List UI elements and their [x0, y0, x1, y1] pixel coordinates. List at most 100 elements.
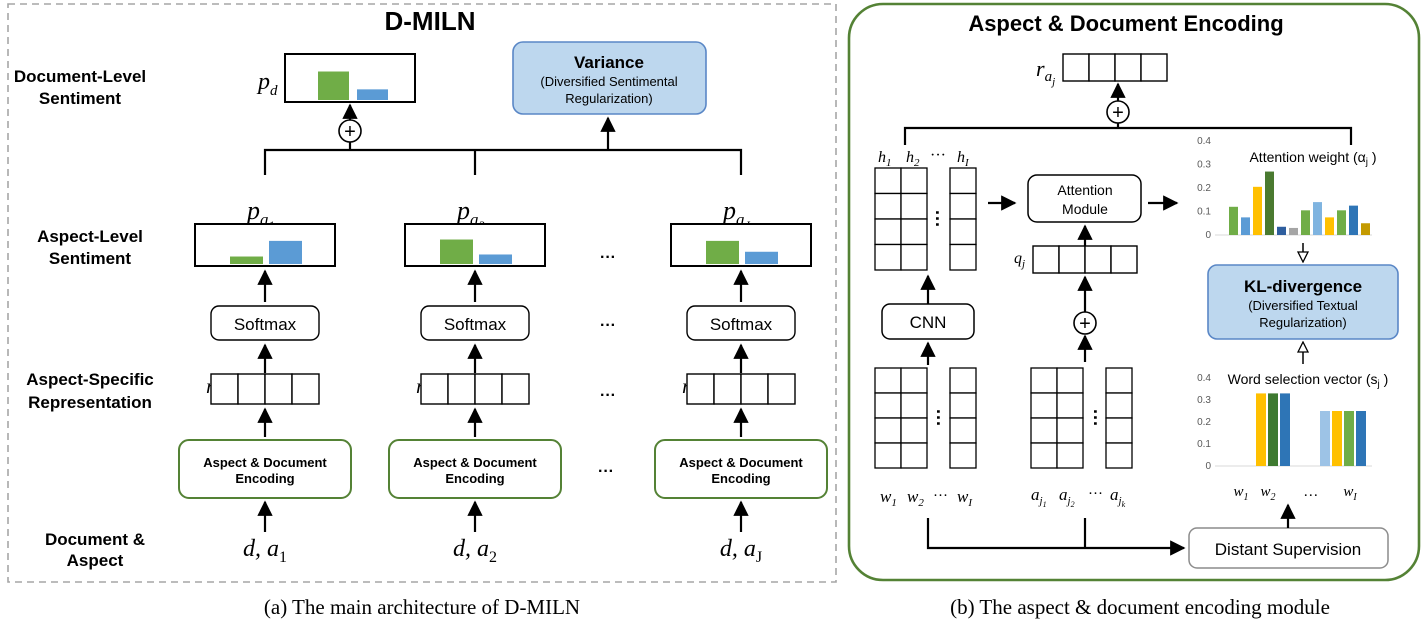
- hidden-label-2: h2: [906, 149, 920, 169]
- aspect-matrix-cell: [1105, 392, 1133, 419]
- aspect-output-bus: [263, 148, 743, 175]
- aspect-sentiment-bar: [230, 256, 263, 264]
- hidden-matrix-cell: [900, 192, 928, 220]
- word-matrix-cell: [949, 392, 977, 419]
- encoding-label-1: Aspect & Document: [413, 455, 537, 470]
- chart-x-label: w1: [1233, 484, 1248, 503]
- hidden-ellipsis: ···: [930, 147, 946, 164]
- variance-title: Variance: [574, 53, 644, 72]
- row-label-document-aspect-2: Aspect: [67, 551, 124, 570]
- kl-title: KL-divergence: [1244, 277, 1362, 296]
- hidden-label-3: hI: [957, 149, 970, 169]
- kl-divergence-box: [1207, 264, 1399, 340]
- word-labels: w1 w2 ··· wI: [880, 487, 973, 509]
- aspect-matrix-cell: [1030, 417, 1058, 444]
- aspect-word-labels: aj1 aj2 ··· ajk: [1031, 485, 1126, 509]
- query-vector: [1032, 245, 1138, 274]
- row-label-document-level-2: Sentiment: [39, 89, 122, 108]
- aspect-matrix-cell: [1056, 367, 1084, 394]
- aspect-column: pa2Softmaxra2Aspect & DocumentEncodingd,…: [388, 196, 562, 566]
- plus-symbol-output: +: [1112, 102, 1124, 124]
- chart-bar: [1301, 210, 1310, 235]
- softmax-label: Softmax: [444, 315, 507, 334]
- hidden-matrix-cell: [949, 243, 977, 271]
- query-symbol: qj: [1014, 250, 1025, 270]
- hidden-labels: h1 h2 ··· hI: [878, 147, 970, 169]
- panel-a: D-MILN Document-Level Sentiment Aspect-L…: [7, 3, 837, 619]
- chart-bar: [1325, 217, 1334, 235]
- hidden-state-matrix: ···: [874, 167, 977, 271]
- hidden-matrix-cell: [949, 192, 977, 220]
- chart-bar: [1337, 210, 1346, 235]
- plus-symbol-doc: +: [344, 121, 356, 143]
- word-matrix-cell: [949, 367, 977, 394]
- word-matrix-cell: [874, 442, 902, 469]
- hidden-matrix-cell: [900, 218, 928, 246]
- supervision-connector: [926, 518, 1180, 550]
- aspect-word-label-2: aj2: [1059, 485, 1075, 509]
- row-label-document-aspect-1: Document &: [45, 530, 145, 549]
- aspect-embedding-matrix: ···: [1030, 367, 1133, 469]
- output-vector: [1062, 53, 1168, 82]
- ellipsis-aspect-level: ···: [600, 249, 616, 266]
- chart-bar: [1356, 411, 1366, 466]
- query-vector-cell: [1032, 245, 1060, 274]
- aspect-representation-vector-cell: [740, 373, 769, 405]
- chart-title: Attention weight (αj ): [1249, 149, 1376, 168]
- word-matrix-cell: [874, 367, 902, 394]
- aspect-matrix-cell: [1105, 442, 1133, 469]
- aspect-word-ellipsis: ···: [1088, 486, 1103, 502]
- row-label-aspect-level-1: Aspect-Level: [37, 227, 143, 246]
- chart-y-tick: 0.4: [1197, 136, 1211, 147]
- aspect-representation-vector-cell: [474, 373, 503, 405]
- distant-supervision-label: Distant Supervision: [1215, 540, 1361, 559]
- chart-y-tick: 0: [1205, 461, 1211, 472]
- softmax-label: Softmax: [710, 315, 773, 334]
- aspect-document-encoding-box: [388, 439, 562, 499]
- aspect-representation-vector-cell: [291, 373, 320, 405]
- query-vector-cell: [1084, 245, 1112, 274]
- chart-bar: [1256, 393, 1266, 466]
- chart-bar: [1268, 393, 1278, 466]
- word-matrix-dots: ···: [928, 409, 948, 427]
- aspect-sentiment-bar: [706, 240, 739, 264]
- aspect-sentiment-box: [194, 223, 336, 267]
- chart-bar: [1332, 411, 1342, 466]
- kl-subtitle-1: (Diversified Textual: [1248, 298, 1358, 313]
- encoding-label-2: Encoding: [235, 471, 294, 486]
- aspect-matrix-dots: ···: [1085, 409, 1105, 427]
- chart-bar: [1289, 227, 1298, 235]
- word-matrix-cell: [949, 417, 977, 444]
- hidden-matrix-cell: [874, 218, 902, 246]
- output-vector-cell: [1062, 53, 1090, 82]
- panel-b-title: Aspect & Document Encoding: [968, 11, 1283, 36]
- aspect-representation-vector-cell: [210, 373, 239, 405]
- aspect-matrix-cell: [1105, 417, 1133, 444]
- hidden-matrix-cell: [874, 243, 902, 271]
- encoding-label-1: Aspect & Document: [679, 455, 803, 470]
- variance-subtitle-1: (Diversified Sentimental: [540, 74, 677, 89]
- aspect-representation-vector-cell: [501, 373, 530, 405]
- ellipsis-representation: ···: [600, 387, 616, 404]
- chart-y-tick: 0.3: [1197, 395, 1211, 406]
- softmax-box: [420, 305, 530, 341]
- word-label-2: w2: [907, 487, 924, 509]
- aspect-matrix-cell: [1030, 392, 1058, 419]
- cnn-label: CNN: [910, 313, 947, 332]
- word-embedding-matrix: ···: [874, 367, 977, 469]
- hidden-matrix-cell: [874, 167, 902, 195]
- hidden-matrix-cell: [949, 167, 977, 195]
- plus-symbol-aspect: +: [1079, 313, 1091, 335]
- doc-sentiment-bar: [357, 89, 388, 100]
- aspect-matrix-cell: [1030, 367, 1058, 394]
- aspect-matrix-cell: [1056, 442, 1084, 469]
- chart-y-tick: 0.3: [1197, 160, 1211, 171]
- encoding-label-1: Aspect & Document: [203, 455, 327, 470]
- aspect-representation-vector-cell: [237, 373, 266, 405]
- hidden-label-1: h1: [878, 149, 892, 169]
- ellipsis-encoding: ···: [598, 463, 614, 480]
- hidden-matrix-cell: [874, 192, 902, 220]
- word-matrix-cell: [900, 442, 928, 469]
- panel-a-border: [7, 3, 837, 583]
